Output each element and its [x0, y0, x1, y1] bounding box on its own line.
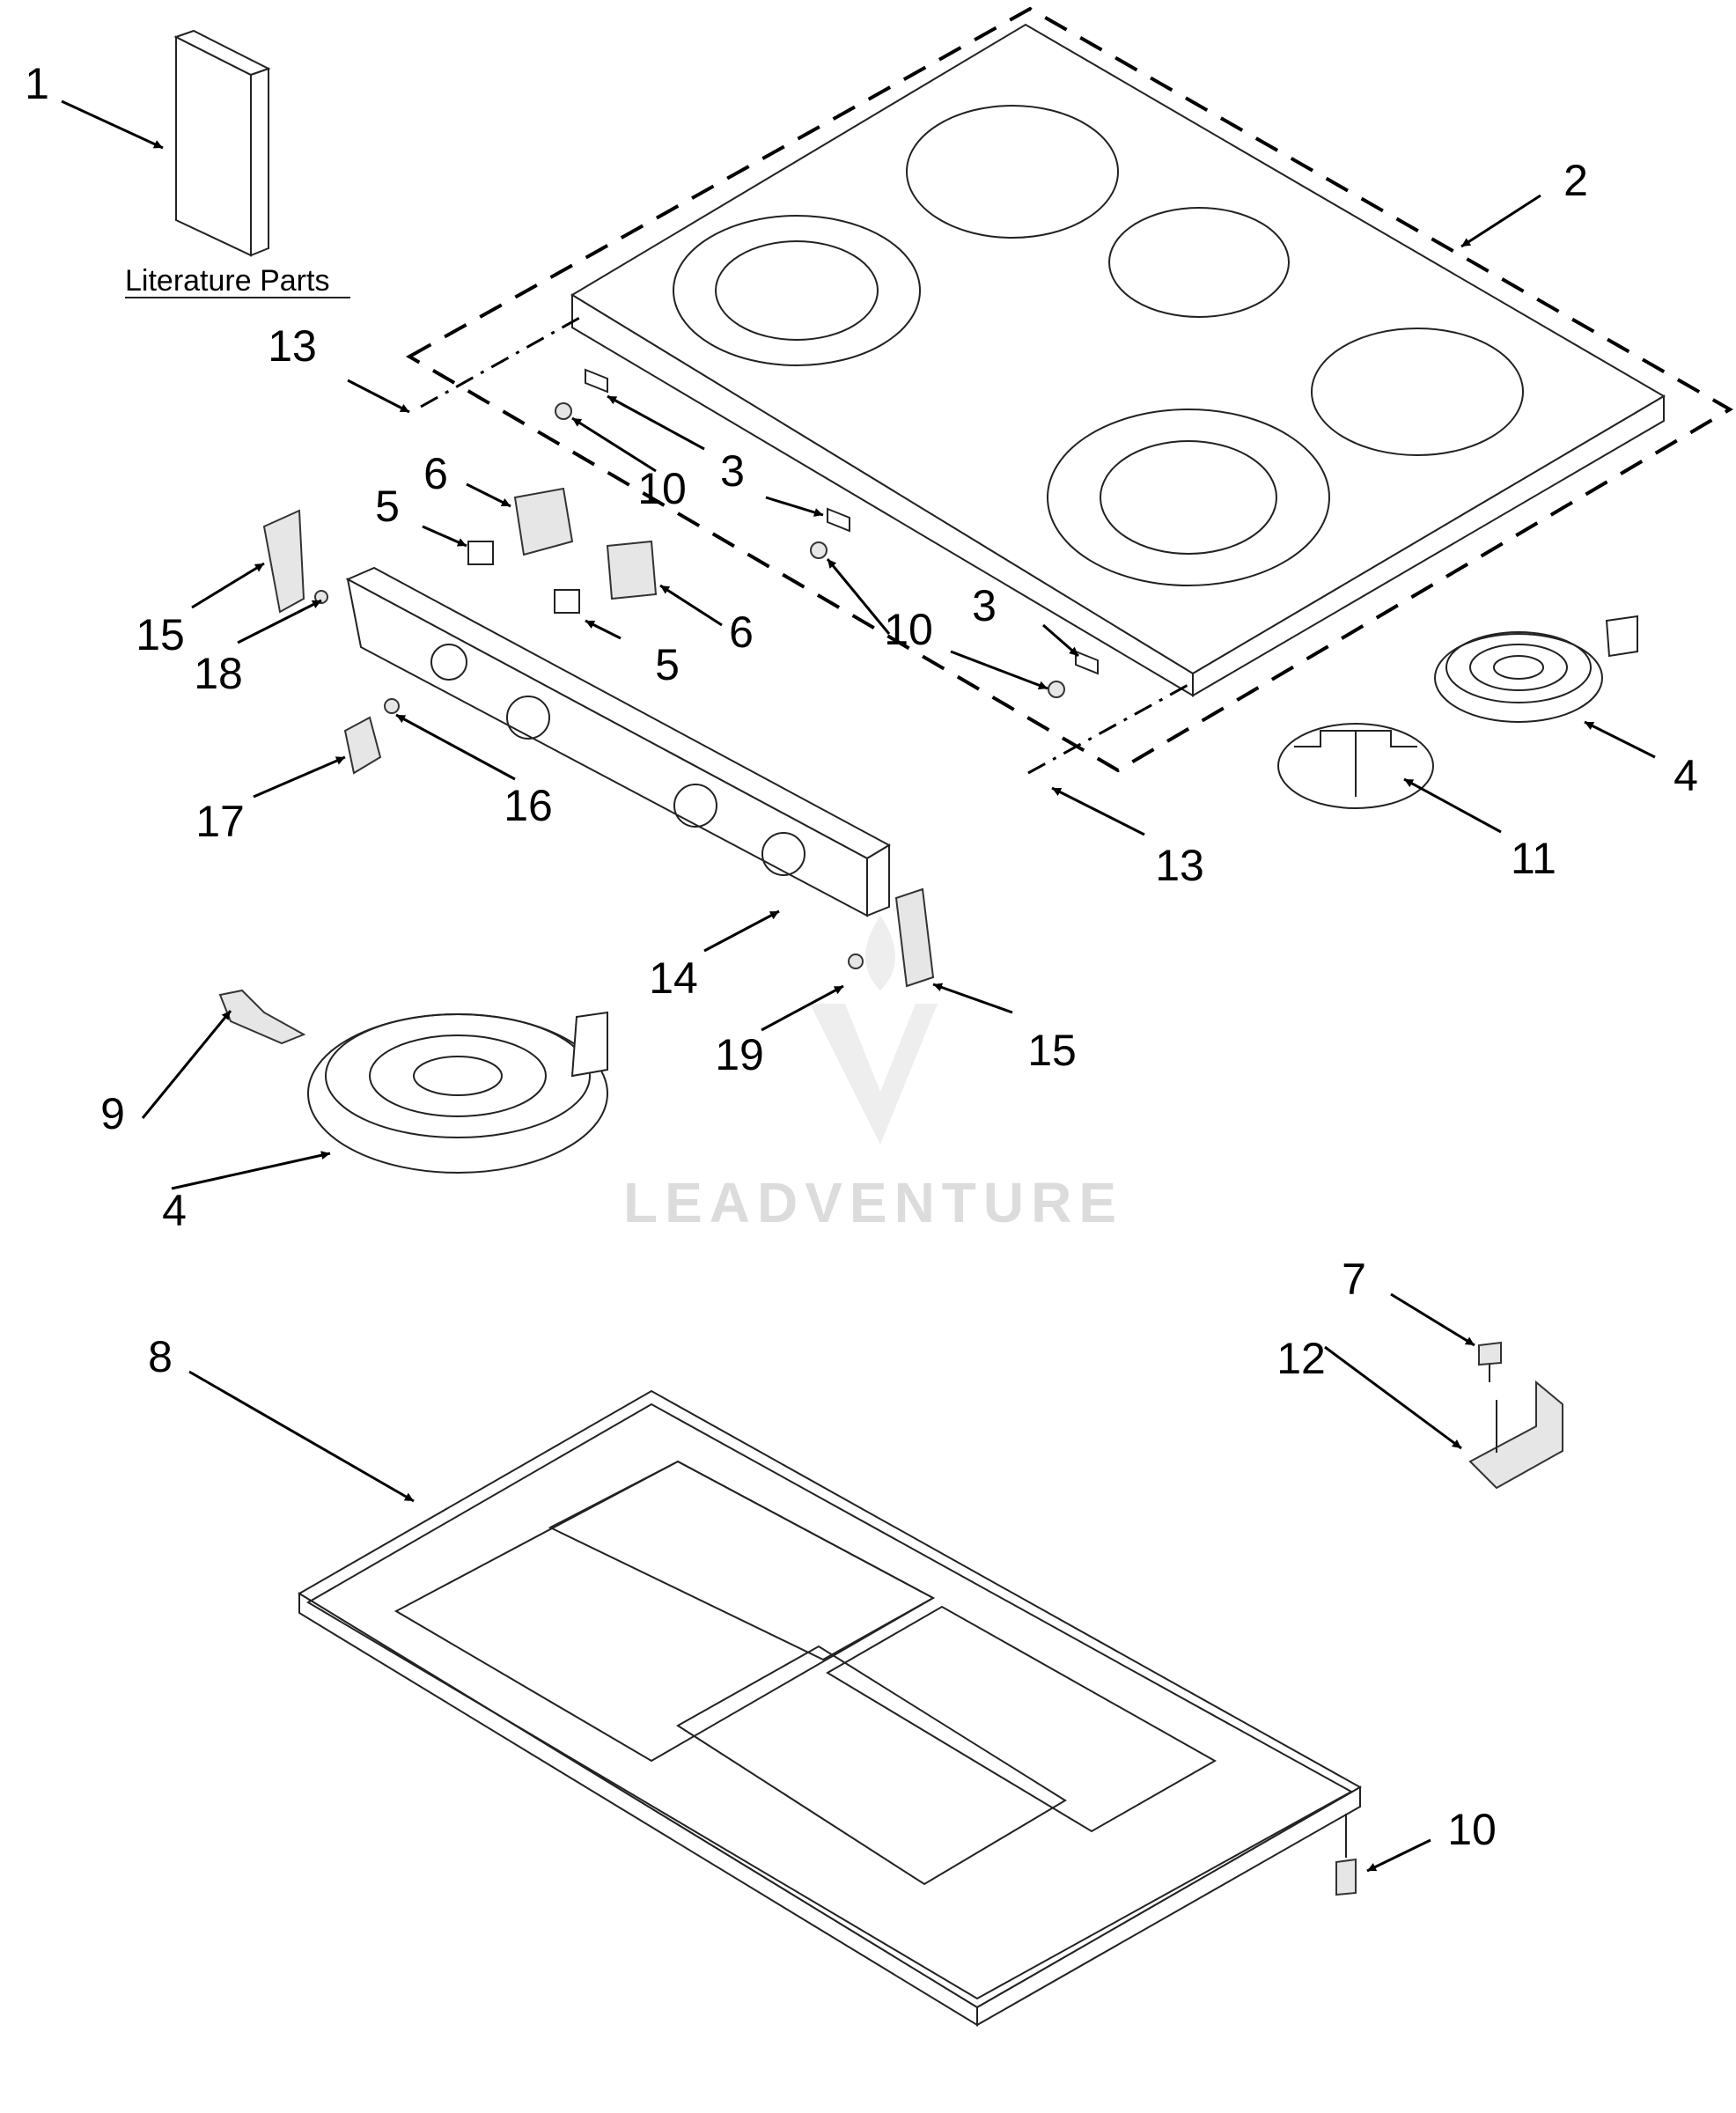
- switch-icon: [467, 541, 580, 614]
- callout-6: 6: [423, 449, 448, 498]
- insulator-icon: [1277, 723, 1434, 809]
- callout-12: 12: [1276, 1334, 1326, 1383]
- end-cap-icon: [894, 887, 935, 988]
- callout-8: 8: [148, 1332, 173, 1381]
- callout-10: 10: [884, 605, 933, 654]
- callout-19: 19: [715, 1030, 764, 1079]
- callout-3: 3: [972, 581, 997, 630]
- radiant-element-icon: [1434, 615, 1638, 723]
- clip-icon: [585, 368, 1099, 675]
- callout-4: 4: [162, 1186, 187, 1235]
- callout-2: 2: [1563, 156, 1588, 205]
- cooktop-glass-icon: [570, 23, 1666, 697]
- watermark-text: LEADVENTURE: [623, 1171, 1123, 1234]
- callout-11: 11: [1511, 834, 1556, 883]
- callout-18: 18: [194, 649, 243, 698]
- knob-icon: [343, 716, 382, 775]
- mounting-bracket-icon: [1468, 1380, 1563, 1490]
- screw-icon: [1478, 1341, 1502, 1382]
- literature-parts-label: Literature Parts: [125, 264, 329, 298]
- callout-1: 1: [25, 59, 49, 108]
- callout-6: 6: [729, 607, 754, 657]
- callout-14: 14: [649, 953, 698, 1003]
- screw-icon: [1335, 1814, 1357, 1896]
- callout-10: 10: [1447, 1805, 1497, 1854]
- callout-5: 5: [375, 482, 400, 531]
- callout-16: 16: [504, 781, 553, 830]
- callout-15: 15: [136, 610, 185, 659]
- control-console-icon: [345, 566, 892, 969]
- screw-icon: [555, 402, 1065, 698]
- leader-lines: [61, 99, 1656, 1873]
- callout-15: 15: [1027, 1026, 1077, 1075]
- callout-17: 17: [195, 797, 245, 846]
- callout-4: 4: [1673, 751, 1698, 800]
- callout-10: 10: [637, 464, 687, 513]
- radiant-element-icon: [307, 1011, 608, 1174]
- element-bracket-icon: [218, 989, 306, 1045]
- end-cap-icon: [262, 509, 328, 614]
- callout-9: 9: [100, 1089, 125, 1138]
- callout-13: 13: [1155, 841, 1204, 890]
- clip-icon: [384, 698, 400, 714]
- callout-5: 5: [655, 640, 680, 689]
- callout-3: 3: [720, 446, 745, 496]
- support-frame-icon: [298, 1389, 1363, 2027]
- watermark: LEADVENTURE: [623, 916, 1123, 1234]
- callout-7: 7: [1342, 1255, 1366, 1304]
- relay-icon: [513, 487, 658, 600]
- literature-booklet-icon: [173, 29, 271, 257]
- callout-13: 13: [268, 321, 317, 371]
- callout-labels: 1 2 3 3 4 4 5 5 6 6 7 8 9 10 10 10 11 12…: [25, 59, 1698, 1854]
